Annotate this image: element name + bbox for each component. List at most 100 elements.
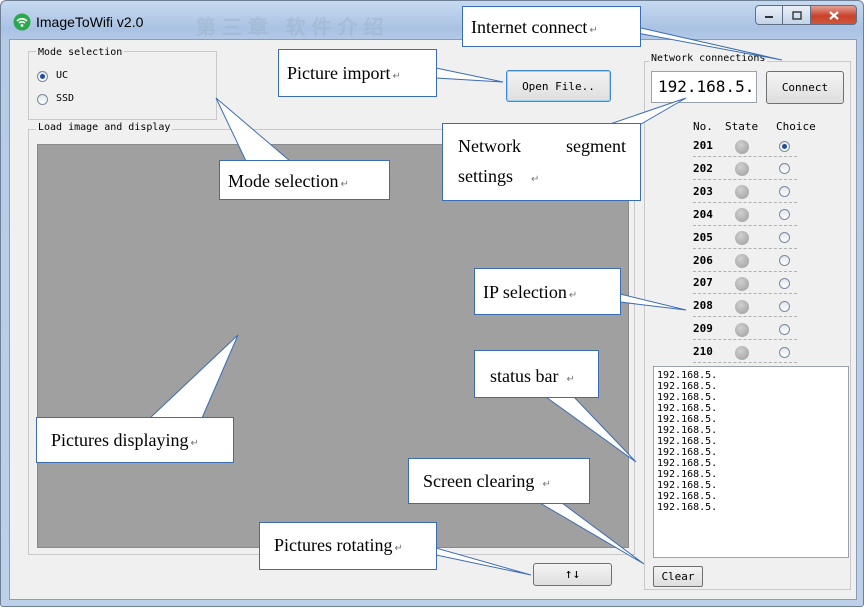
header-choice: Choice [776, 120, 816, 133]
callout-screen-clearing: Screen clearing ↵ [408, 458, 590, 504]
background-title-watermark: 第三章 软件介绍 [196, 17, 390, 39]
ip-choice-radio[interactable] [779, 346, 790, 358]
callout-network-segment-word3: settings [458, 166, 514, 186]
mode-uc-radio[interactable] [37, 71, 48, 82]
mode-ssd-radio[interactable] [37, 94, 48, 105]
ip-row-number: 201 [693, 139, 713, 152]
status-log-line: 192.168.5. [657, 469, 718, 480]
callout-network-segment: Network segment settings ↵ [442, 123, 641, 201]
mode-uc-label[interactable]: UC [56, 70, 69, 81]
row-divider [693, 362, 797, 364]
maximize-icon [791, 10, 802, 20]
connection-state-led [735, 322, 749, 337]
mode-selection-label: Mode selection [36, 47, 125, 58]
status-log-line: 192.168.5. [657, 425, 718, 436]
row-divider [693, 339, 797, 341]
connection-state-led [735, 139, 749, 154]
return-mark: ↵ [566, 374, 575, 385]
connection-state-led [735, 208, 749, 223]
ip-choice-radio[interactable] [779, 163, 790, 175]
row-divider [693, 224, 797, 226]
ip-choice-radio[interactable] [779, 232, 790, 244]
ip-choice-radio[interactable] [779, 277, 790, 289]
title-bar[interactable]: ImageToWifi v2.0 第三章 软件介绍 [1, 1, 863, 39]
network-connections-label: Network connections [649, 53, 768, 64]
maximize-button[interactable] [783, 5, 811, 25]
ip-row-number: 209 [693, 322, 713, 336]
return-mark: ↵ [340, 179, 349, 190]
callout-pictures-displaying: Pictures displaying↵ [36, 417, 234, 463]
status-log-line: 192.168.5. [657, 414, 718, 425]
row-divider [693, 178, 797, 180]
return-mark: ↵ [568, 290, 578, 301]
window-title: ImageToWifi v2.0 [36, 14, 144, 30]
ip-choice-radio[interactable] [779, 140, 790, 152]
status-log-line: 192.168.5. [657, 480, 718, 491]
callout-picture-import-text: Picture import [287, 63, 391, 83]
ip-row-number: 202 [693, 161, 713, 175]
connection-state-led [735, 162, 749, 177]
callout-internet-connect: Internet connect↵ [462, 6, 641, 47]
return-mark: ↵ [542, 479, 551, 490]
ip-choice-radio[interactable] [779, 300, 790, 312]
ip-choice-radio[interactable] [779, 255, 790, 266]
connection-state-led [735, 299, 749, 314]
callout-pictures-rotating-text: Pictures rotating [274, 535, 393, 555]
return-mark: ↵ [394, 543, 403, 554]
callout-picture-import: Picture import↵ [278, 49, 437, 97]
mode-ssd-label[interactable]: SSD [56, 93, 75, 104]
row-divider [693, 316, 797, 318]
callout-network-segment-word2: segment [566, 136, 626, 156]
row-divider [693, 247, 797, 249]
close-icon [828, 10, 839, 20]
callout-pictures-rotating: Pictures rotating↵ [259, 522, 437, 570]
ip-segment-input[interactable]: 192.168.5. [651, 71, 757, 103]
status-log-line: 192.168.5. [657, 458, 718, 469]
status-log-line: 192.168.5. [657, 447, 718, 458]
status-log-line: 192.168.5. [657, 436, 718, 447]
return-mark: ↵ [190, 438, 199, 449]
callout-network-segment-line1: Network segment [458, 136, 626, 157]
callout-network-segment-word1: Network [458, 136, 521, 156]
status-log-line: 192.168.5. [657, 370, 718, 381]
header-no: No. [693, 120, 713, 133]
ip-row-number: 204 [693, 207, 713, 221]
ip-choice-radio[interactable] [779, 209, 790, 221]
ip-row-number: 206 [693, 253, 713, 267]
callout-status-bar-text: status bar [490, 366, 559, 386]
connection-state-led [735, 231, 749, 246]
callout-screen-clearing-text: Screen clearing [423, 471, 535, 491]
ip-choice-radio[interactable] [779, 323, 790, 335]
connection-state-led [735, 185, 749, 200]
open-file-button[interactable]: Open File.. [506, 70, 611, 102]
status-log-line: 192.168.5. [657, 381, 718, 392]
callout-network-segment-line2: settings ↵ [458, 166, 626, 187]
client-area: Mode selection UC SSD Load image and dis… [9, 39, 857, 600]
callout-pictures-displaying-text: Pictures displaying [51, 430, 189, 450]
callout-ip-selection: IP selection↵ [474, 268, 621, 315]
ip-row-number: 207 [693, 276, 713, 290]
mode-selection-group [28, 51, 217, 120]
row-divider [693, 201, 797, 203]
close-button[interactable] [811, 5, 857, 25]
status-log-line: 192.168.5. [657, 403, 718, 414]
callout-status-bar: status bar ↵ [474, 350, 599, 398]
callout-mode-selection: Mode selection↵ [219, 160, 390, 200]
return-mark: ↵ [531, 174, 540, 185]
status-log-line: 192.168.5. [657, 392, 718, 403]
rotate-button[interactable]: ↑↓ [533, 563, 612, 586]
ip-row-number: 205 [693, 230, 713, 244]
status-log: 192.168.5.192.168.5.192.168.5.192.168.5.… [653, 366, 849, 558]
connection-state-led [735, 345, 749, 360]
ip-choice-radio[interactable] [779, 186, 790, 198]
connection-state-led [735, 276, 749, 291]
clear-button[interactable]: Clear [653, 566, 703, 587]
return-mark: ↵ [392, 71, 401, 82]
window-controls [755, 5, 857, 27]
callout-mode-selection-text: Mode selection [228, 171, 339, 191]
minimize-icon [765, 16, 773, 18]
minimize-button[interactable] [755, 5, 783, 25]
connection-state-led [735, 254, 749, 268]
ip-row-number: 203 [693, 184, 713, 198]
connect-button[interactable]: Connect [766, 71, 844, 104]
